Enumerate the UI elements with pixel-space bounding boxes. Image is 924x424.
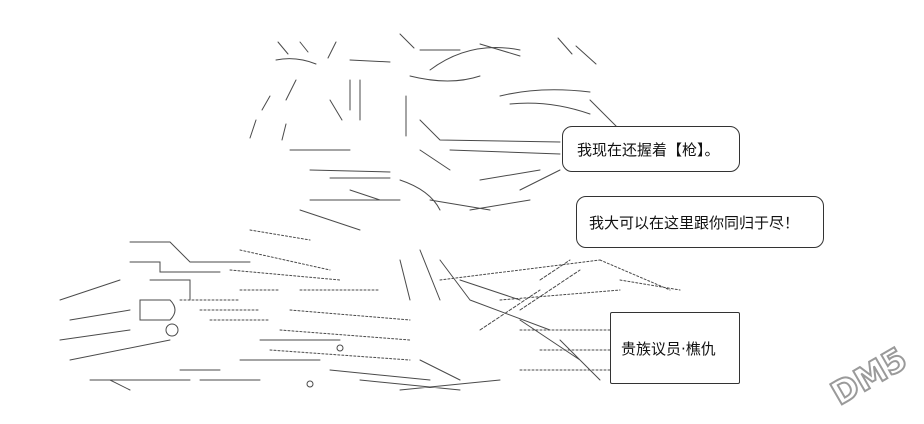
speech-bubble-2: 我大可以在这里跟你同归于尽！ <box>576 196 824 248</box>
speech-bubble-text: 我现在还握着【枪】。 <box>577 140 720 159</box>
caption-text: 贵族议员·樵仇 <box>621 339 716 358</box>
svg-text:DM5: DM5 <box>824 340 913 412</box>
dm5-logo-icon: DM5 <box>823 339 914 412</box>
caption-box: 贵族议员·樵仇 <box>610 312 740 384</box>
speech-bubble-text: 我大可以在这里跟你同归于尽！ <box>589 213 800 232</box>
speech-bubble-1: 我现在还握着【枪】。 <box>562 126 740 172</box>
